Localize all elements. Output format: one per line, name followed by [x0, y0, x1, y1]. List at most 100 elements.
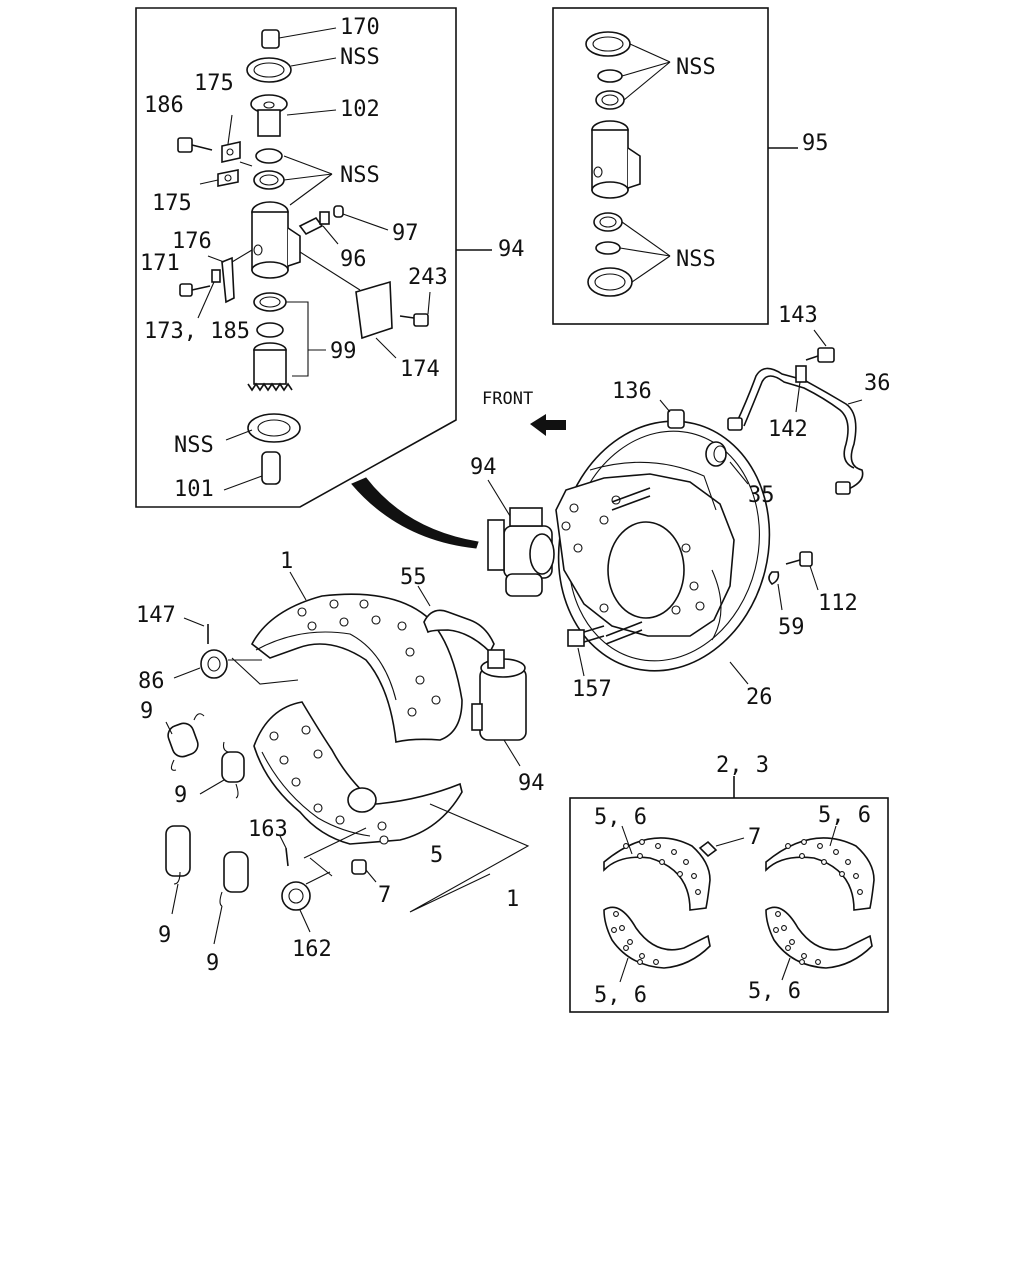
rivet-hole: [671, 849, 677, 855]
rivet-hole: [619, 925, 625, 931]
label-162: 162: [292, 937, 332, 962]
rivet-hole: [801, 839, 807, 845]
rivet-hole: [653, 959, 659, 965]
rivet-hole: [845, 859, 851, 865]
label-173-185: 173, 185: [144, 319, 250, 344]
label-1-lower: 1: [506, 887, 519, 912]
label-5-6-bottom-left: 5, 6: [594, 983, 647, 1008]
rivet-hole: [623, 945, 629, 951]
label-9-c: 9: [158, 923, 171, 948]
rivet-hole: [639, 839, 645, 845]
rivet-hole: [677, 871, 683, 877]
label-94-lower: 94: [518, 771, 545, 796]
label-nss-cups: NSS: [340, 163, 380, 188]
label-9-b: 9: [174, 783, 187, 808]
rivet-hole: [833, 849, 839, 855]
rivet-hole: [857, 889, 863, 895]
rivet-hole: [785, 945, 791, 951]
wheel-cylinder-exploded-parts: [177, 27, 431, 491]
label-142: 142: [768, 417, 808, 442]
rivet-hole: [839, 871, 845, 877]
backing-plate-assembly: [555, 399, 819, 685]
label-36: 36: [864, 371, 891, 396]
label-136: 136: [612, 379, 652, 404]
label-nss-kit-lower: NSS: [676, 247, 716, 272]
rivet-hole: [695, 889, 701, 895]
rivet-hole: [817, 843, 823, 849]
detail-callout-arrow: [351, 477, 479, 549]
label-143: 143: [778, 303, 818, 328]
rivet-hole: [655, 843, 661, 849]
rivet-hole: [781, 925, 787, 931]
repair-kit-box: [552, 7, 798, 325]
label-nss-kit-upper: NSS: [676, 55, 716, 80]
label-nss-boot: NSS: [340, 45, 380, 70]
rivet-hole: [613, 911, 619, 917]
front-direction-indicator: FRONT: [482, 389, 566, 436]
rivet-hole: [815, 959, 821, 965]
brake-shoe-upper: [231, 571, 463, 743]
rivet-hole: [785, 843, 791, 849]
label-59: 59: [778, 615, 805, 640]
wheel-cylinder-callouts: 170 NSS 175 186 102 NSS 175 97 176 96 94…: [140, 15, 525, 502]
rivet-hole: [639, 953, 645, 959]
rivet-hole: [853, 873, 859, 879]
label-176: 176: [172, 229, 212, 254]
front-label: FRONT: [482, 389, 533, 409]
label-186: 186: [144, 93, 184, 118]
label-9-a: 9: [140, 699, 153, 724]
label-99: 99: [330, 339, 357, 364]
label-9-d: 9: [206, 951, 219, 976]
lining-kit-callouts: 2, 3 5, 6 7 5, 6 5, 6 5, 6: [594, 753, 871, 1008]
label-5-6-top-right: 5, 6: [818, 803, 871, 828]
label-102: 102: [340, 97, 380, 122]
label-7-shoe: 7: [378, 883, 391, 908]
label-101: 101: [174, 477, 214, 502]
label-nss-lower: NSS: [174, 433, 214, 458]
label-5: 5: [430, 843, 443, 868]
label-86: 86: [138, 669, 165, 694]
rivet-hole: [799, 959, 805, 965]
label-94-box: 94: [498, 237, 525, 262]
label-147: 147: [136, 603, 176, 628]
rivet-hole: [773, 927, 779, 933]
wheel-cylinder-lower: [471, 649, 527, 767]
label-175-upper: 175: [194, 71, 234, 96]
rivet-hole: [611, 927, 617, 933]
label-2-3: 2, 3: [716, 753, 769, 778]
label-97: 97: [392, 221, 419, 246]
label-7-kit: 7: [748, 825, 761, 850]
shoe-hardware: [165, 617, 377, 945]
brake-shoe-lower: [253, 701, 530, 913]
return-spring-plate: [417, 585, 495, 654]
repair-kit-callouts: NSS 95 NSS: [676, 55, 829, 272]
rivet-hole: [659, 859, 665, 865]
rivet-hole: [623, 843, 629, 849]
label-171: 171: [140, 251, 180, 276]
brake-pipe: [727, 329, 864, 495]
rivet-hole: [691, 873, 697, 879]
rivet-hole: [637, 959, 643, 965]
rivet-hole: [637, 853, 643, 859]
wheel-cylinder-mounted: [487, 479, 555, 597]
brake-shoe-callouts: 1 55 147 86 9 9 94 163 5 7 1 9 162 9: [136, 549, 545, 976]
rivet-hole: [789, 939, 795, 945]
label-163: 163: [248, 817, 288, 842]
label-1-upper: 1: [280, 549, 293, 574]
label-94-plate: 94: [470, 455, 497, 480]
label-95: 95: [802, 131, 829, 156]
label-55: 55: [400, 565, 427, 590]
backing-plate-callouts: 136 143 36 142 94 35 112 59 26 157: [470, 303, 891, 710]
wheel-cylinder-detail-box: [135, 7, 492, 508]
label-96: 96: [340, 247, 367, 272]
rivet-hole: [821, 859, 827, 865]
label-5-6-top-left: 5, 6: [594, 805, 647, 830]
label-174: 174: [400, 357, 440, 382]
rivet-hole: [627, 939, 633, 945]
rivet-hole: [683, 859, 689, 865]
lining-kit-box: [569, 776, 889, 1013]
lining-kit-rivet-holes: [611, 839, 863, 965]
label-5-6-bottom-right: 5, 6: [748, 979, 801, 1004]
label-26: 26: [746, 685, 773, 710]
